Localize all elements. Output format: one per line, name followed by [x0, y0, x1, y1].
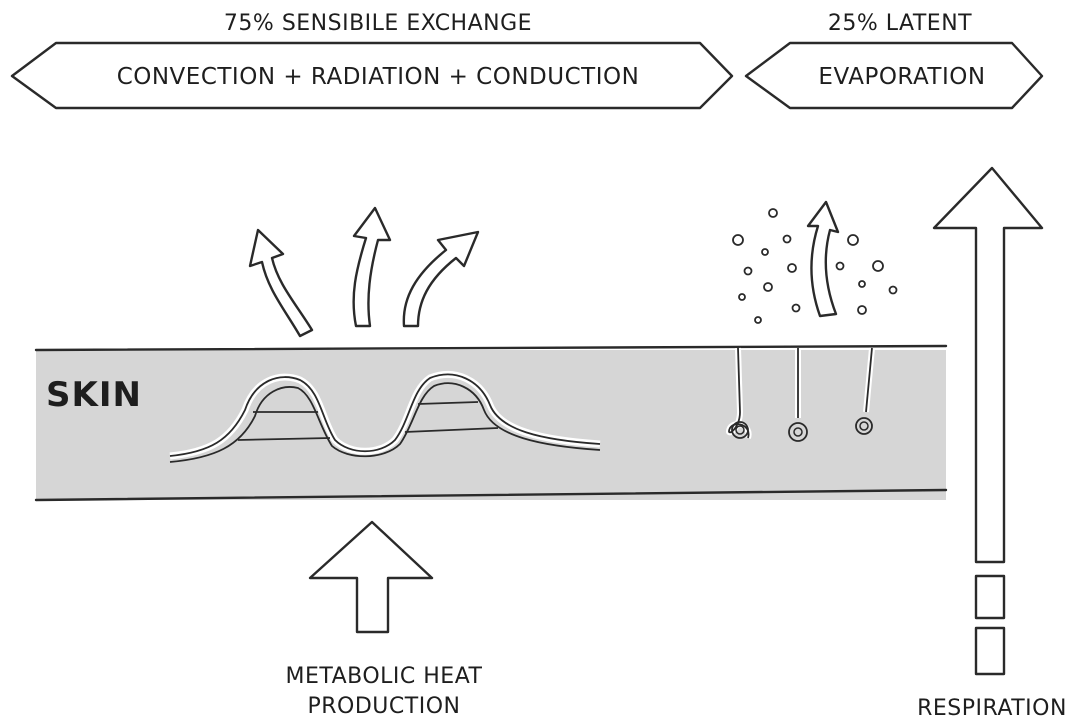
skin-label: SKIN — [46, 375, 142, 415]
skin-top-edge — [34, 344, 948, 352]
evaporation-arrow-icon — [806, 200, 840, 318]
latent-banner: EVAPORATION — [744, 41, 1044, 110]
metabolic-arrow-icon — [308, 520, 434, 634]
sweat-gland-icon — [725, 347, 875, 442]
sensible-banner: CONVECTION + RADIATION + CONDUCTION — [10, 41, 734, 110]
blood-vessel-icon — [169, 371, 601, 463]
skin-bottom-edge — [34, 488, 948, 502]
sensible-heading: 75% SENSIBILE EXCHANGE — [224, 11, 532, 36]
skin-band — [36, 350, 946, 500]
latent-banner-text: EVAPORATION — [818, 64, 985, 90]
respiration-label: RESPIRATION — [917, 696, 1067, 721]
metabolic-label-line1: METABOLIC HEAT — [285, 664, 482, 689]
sensible-banner-text: CONVECTION + RADIATION + CONDUCTION — [117, 64, 640, 90]
latent-heading: 25% LATENT — [828, 11, 972, 36]
metabolic-label-line2: PRODUCTION — [308, 694, 461, 719]
skin-layer: SKIN — [34, 344, 948, 502]
respiration-arrow-icon — [932, 166, 1044, 676]
curved-arrow-icon — [248, 206, 480, 338]
droplet-icon — [732, 208, 898, 324]
